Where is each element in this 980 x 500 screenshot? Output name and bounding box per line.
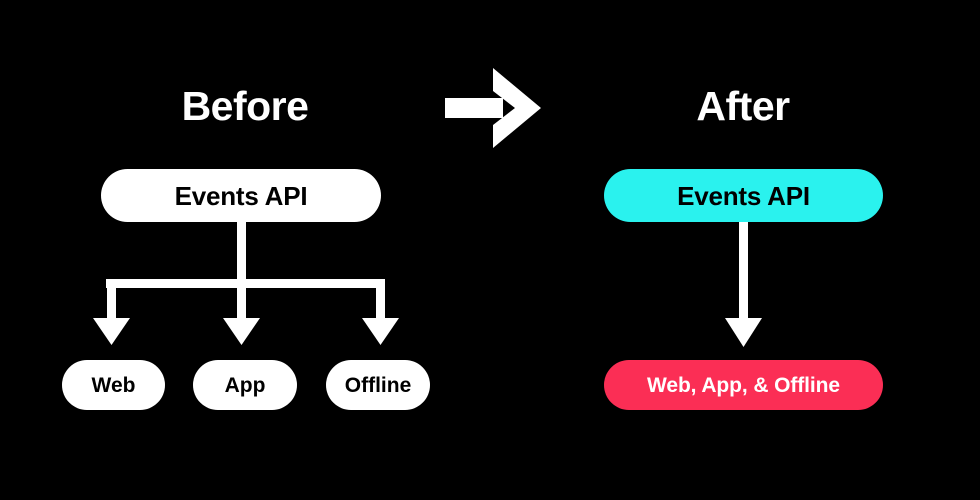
before-target-node-offline[interactable]: Offline xyxy=(326,360,430,410)
before-section-title: Before xyxy=(181,83,309,129)
after-section-title: After xyxy=(696,83,790,129)
right-arrow-icon xyxy=(445,68,541,148)
before-target-node-web[interactable]: Web xyxy=(62,360,165,410)
before-target-node-app[interactable]: App xyxy=(193,360,297,410)
after-source-node-events-api[interactable]: Events API xyxy=(604,169,883,222)
before-source-node-events-api[interactable]: Events API xyxy=(101,169,381,222)
after-target-node-web-app-offline[interactable]: Web, App, & Offline xyxy=(604,360,883,410)
